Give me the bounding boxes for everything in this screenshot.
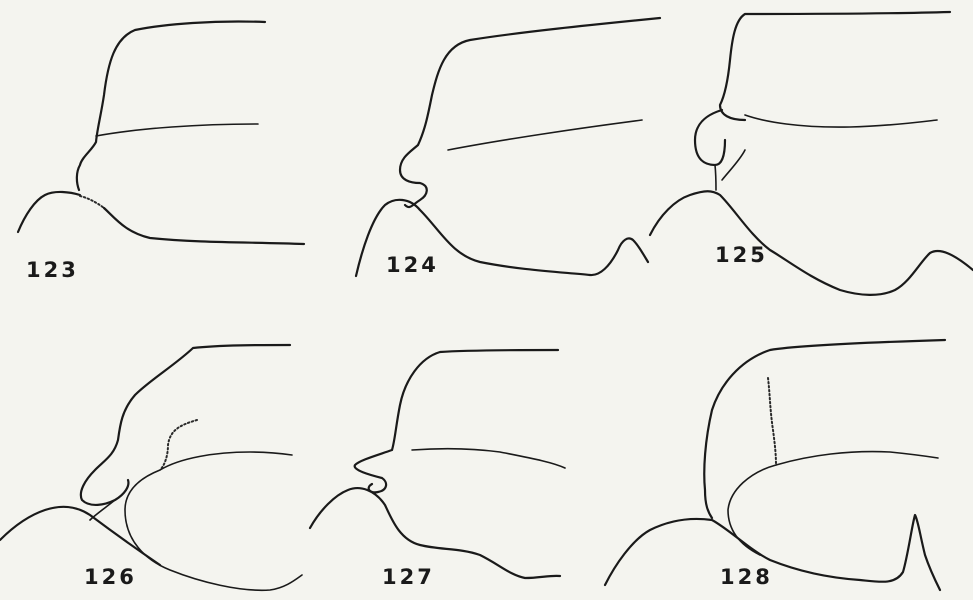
figure-123-drawing [18,21,304,244]
figure-128-upper-outline [704,340,945,518]
figure-128-inner-lobe [728,465,776,555]
figure-125-middle-line [745,115,937,127]
figure-126-drawing [0,345,302,590]
figure-128-middle-line [776,452,938,465]
figure-label-124: 124 [386,253,439,277]
figure-128-drawing [605,340,945,590]
figure-label-123: 123 [26,258,79,282]
figure-125-drawing [650,12,973,295]
figure-125-upper-outline [720,12,950,120]
figure-125-bulge [695,110,725,165]
figure-123-dotted-segment [80,196,104,208]
figure-label-125: 125 [715,243,768,267]
figure-124-middle-line [448,120,642,150]
figure-125-stalk [715,165,716,190]
figure-124-upper-outline [400,18,660,207]
figure-127-middle-line [412,449,565,468]
figure-127-drawing [310,350,565,578]
figure-126-lower-outline [0,507,160,565]
figure-126-inner-lobe [125,470,302,590]
figure-127-upper-outline [355,350,558,492]
figure-126-middle-line [160,452,292,470]
figure-123-lower-outline [104,208,304,244]
figure-123-upper-outline [77,21,265,190]
figure-123-left-ridge [18,192,80,232]
figure-123-middle-line [96,124,258,136]
figure-125-lower-outline [650,191,973,295]
figure-label-127: 127 [382,565,435,589]
figure-125-inner-stroke [722,150,745,180]
figure-label-126: 126 [84,565,137,589]
figure-128-dotted-line [768,378,776,465]
figure-label-128: 128 [720,565,773,589]
figure-124-drawing [356,18,660,276]
figure-127-lower-outline [310,488,560,578]
